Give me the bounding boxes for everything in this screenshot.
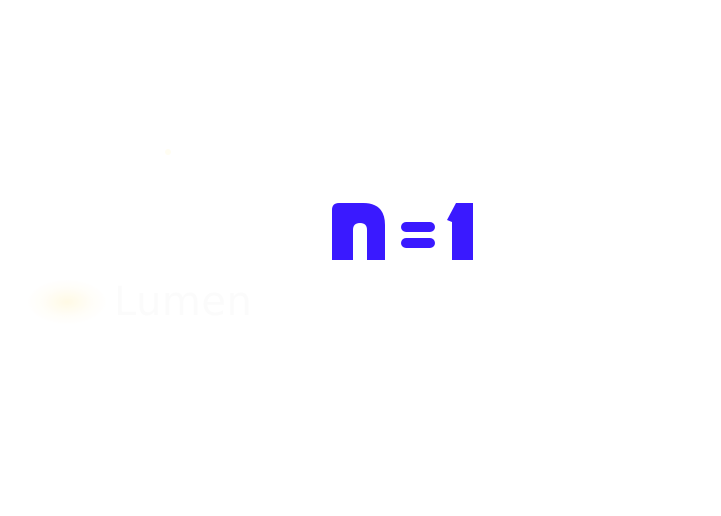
lumen-watermark-logo: Lumen: [10, 278, 260, 328]
faint-dot: [165, 149, 171, 155]
sun-glow-icon: [28, 280, 106, 324]
brand-logo-n-equals-1: [329, 200, 479, 264]
logo-equals-bottom: [401, 238, 435, 248]
logo-digit-one: [447, 203, 473, 260]
logo-equals-top: [401, 222, 435, 232]
logo-letter-n: [332, 203, 385, 260]
brand-logo-shapes: [332, 203, 473, 260]
watermark-wordmark: Lumen: [114, 279, 253, 325]
